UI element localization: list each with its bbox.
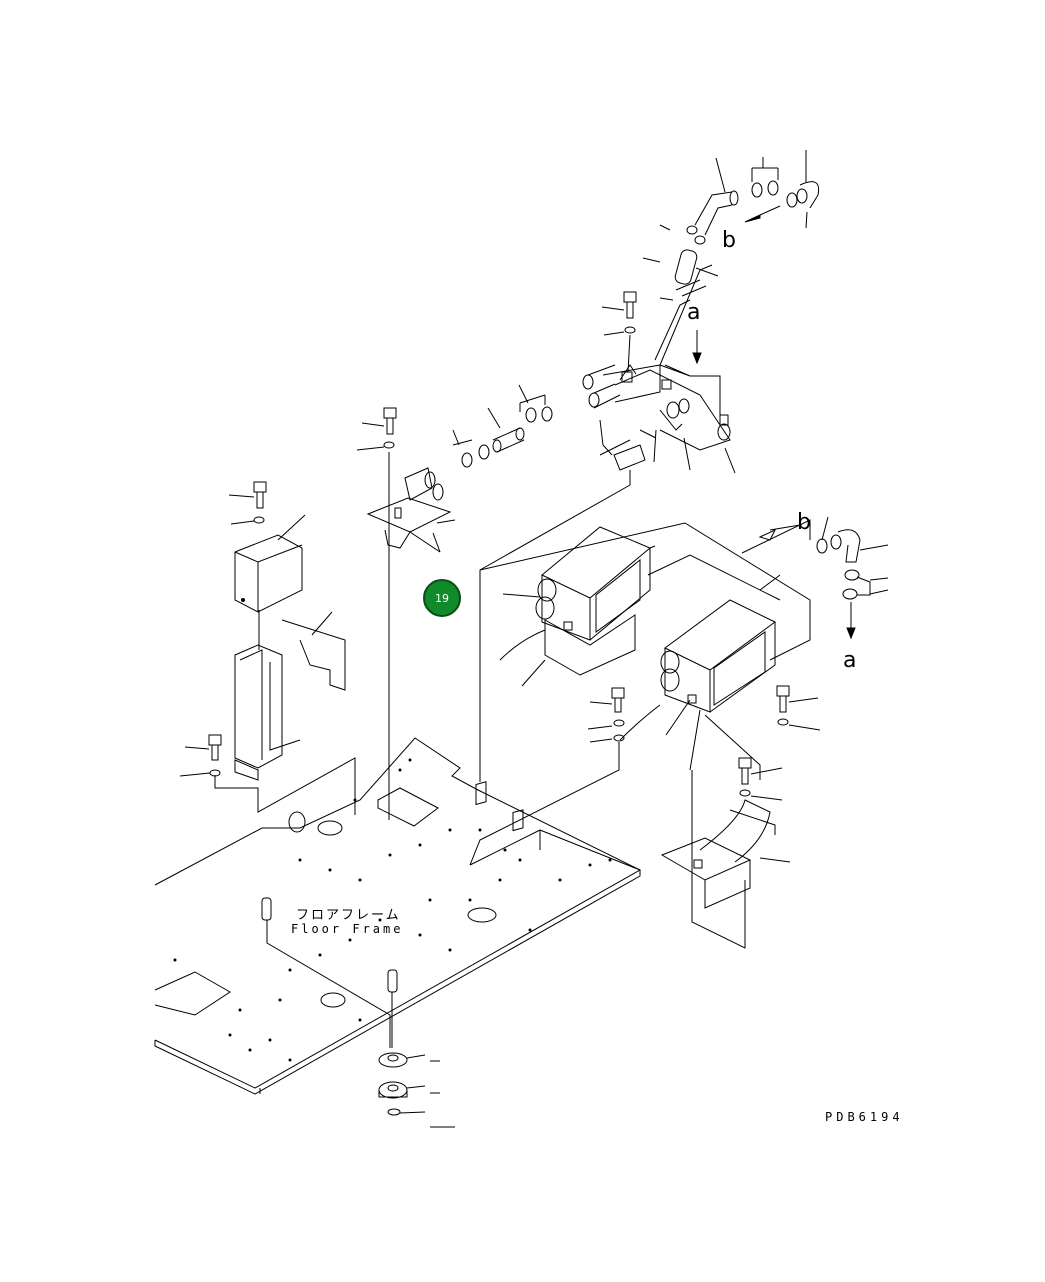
upper-leader-lines: [433, 150, 807, 782]
floor-bolt-holes: [173, 758, 612, 1062]
left-leader-lines: [180, 495, 355, 815]
left-bolt: [209, 482, 266, 776]
center-mount-bracket: [368, 468, 450, 552]
floor-frame-plate: [155, 738, 640, 1094]
floor-hole: [468, 908, 496, 922]
floor-hole: [289, 812, 305, 832]
callout-badge-19: 19: [423, 579, 461, 617]
direction-arrows: [693, 330, 701, 363]
drawing-code: PDB6194: [825, 1110, 904, 1124]
upper-bolt: [602, 292, 636, 372]
hose-to-b: [655, 181, 819, 365]
ref-label-a-right: a: [843, 648, 857, 673]
hose-assembly: [462, 365, 730, 470]
control-box-1: [536, 527, 655, 675]
floor-cutout-1: [378, 788, 438, 826]
right-support-bracket: [662, 770, 790, 948]
control-box-2: [661, 600, 775, 712]
ref-label-b-right: b: [797, 510, 811, 535]
right-bolts: [470, 686, 820, 865]
left-support-bracket: [235, 620, 345, 780]
ref-label-b-top: b: [722, 228, 736, 253]
ref-label-a-top: a: [687, 300, 701, 325]
floor-hole: [321, 993, 345, 1007]
floor-pins: [262, 782, 523, 1048]
floor-cutout-2: [155, 972, 230, 1015]
right-fitting-group: [760, 517, 888, 638]
center-bolt: [357, 408, 396, 820]
rubber-mounts: [379, 1053, 455, 1127]
floor-frame-label-en: Floor Frame: [291, 922, 404, 936]
control-box-leaders: [480, 520, 810, 780]
floor-hole: [318, 821, 342, 835]
floor-frame-label-jp: フロアフレーム: [296, 908, 401, 923]
left-cover-box: [235, 535, 302, 612]
